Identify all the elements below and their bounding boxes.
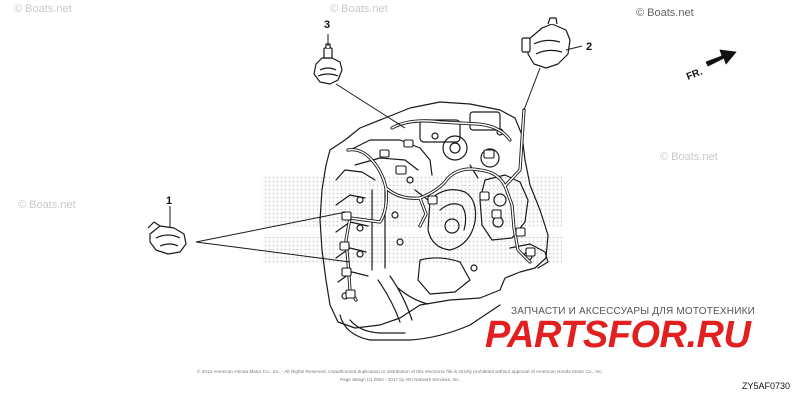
svg-text:© Boats.net: © Boats.net <box>330 3 388 15</box>
svg-text:© Boats.net: © Boats.net <box>636 7 694 19</box>
front-direction-indicator: FR. <box>685 49 737 83</box>
svg-text:2: 2 <box>586 41 592 53</box>
boats-watermark-top-left: © Boats.net <box>14 3 72 15</box>
svg-text:3: 3 <box>324 19 330 31</box>
boats-watermark-top-right: © Boats.net <box>636 7 694 19</box>
part-1-harness-clip <box>147 221 187 255</box>
harness-connectors <box>339 139 536 299</box>
svg-text:1: 1 <box>166 195 172 207</box>
boats-watermark-top-mid: © Boats.net <box>330 3 388 15</box>
wire-harness-inner <box>345 109 531 301</box>
boats-watermark-left: © Boats.net <box>18 199 76 211</box>
callout-2: 2 <box>586 41 592 53</box>
copyright-notice: © 2013 American Honda Motor Co., Inc. - … <box>196 369 604 374</box>
diagram-code: ZY5AF0730 <box>741 381 790 391</box>
part-2-bracket-clamp <box>521 17 571 69</box>
boats-watermark-right: © Boats.net <box>660 151 718 163</box>
page-design-credit: Page design (c) 2004 - 2017 by ARI Netwo… <box>340 377 460 382</box>
front-arrow-icon <box>705 49 737 67</box>
shop-logo: PARTSFOR.RU <box>485 314 751 356</box>
svg-text:© Boats.net: © Boats.net <box>18 199 76 211</box>
svg-text:© Boats.net: © Boats.net <box>14 3 72 15</box>
callout-1: 1 <box>166 195 172 207</box>
shop-tagline: ЗАПЧАСТИ И АКСЕССУАРЫ ДЛЯ МОТОТЕХНИКИ <box>511 306 756 317</box>
svg-text:© Boats.net: © Boats.net <box>660 151 718 163</box>
callout-3: 3 <box>324 19 330 31</box>
engine-assembly <box>319 101 549 341</box>
part-3-harness-clip <box>313 43 343 85</box>
svg-text:FR.: FR. <box>685 66 704 82</box>
leader-lines <box>169 34 583 263</box>
